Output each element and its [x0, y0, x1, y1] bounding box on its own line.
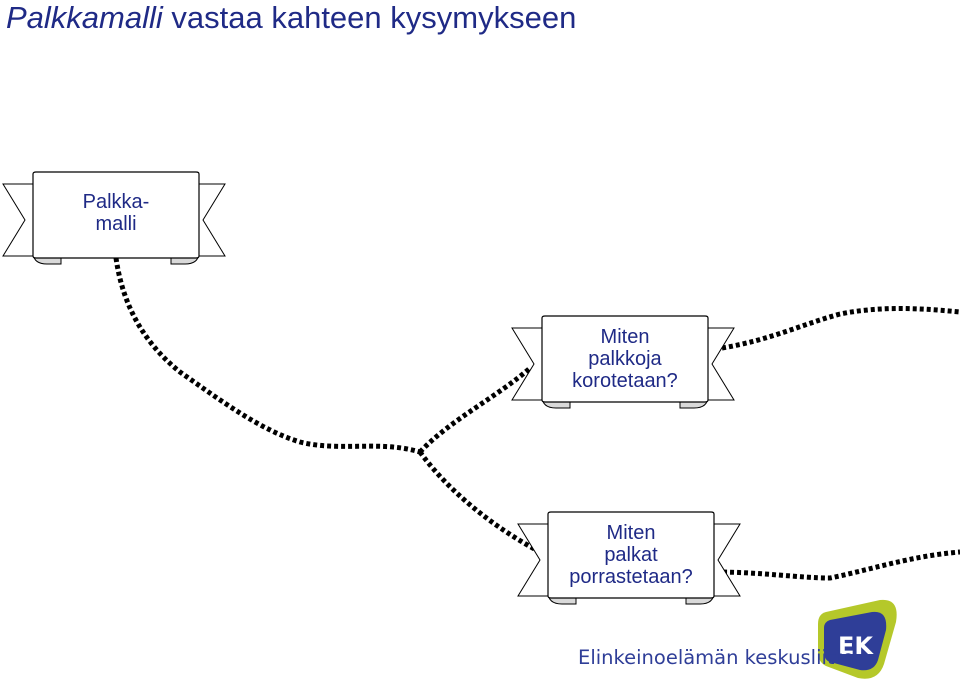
connector-lines	[113, 257, 960, 581]
banner-grade-label: Miten palkat porrastetaan?	[550, 516, 712, 594]
connector-fork-to-grade	[417, 450, 542, 555]
banner-palkkamalli-label: Palkka- malli	[35, 178, 197, 248]
connector-raise-out	[721, 306, 960, 351]
title-rest: vastaa kahteen kysymykseen	[162, 0, 577, 35]
connector-grade-out	[715, 549, 960, 581]
banner-line: korotetaan?	[572, 370, 678, 392]
banner-line: malli	[95, 213, 137, 235]
ek-logo: EK	[818, 599, 897, 679]
logo-text: EK	[838, 632, 874, 660]
slide-title: Palkkamalli vastaa kahteen kysymykseen	[6, 0, 576, 36]
banner-line: palkat	[604, 544, 658, 566]
banner-line: palkkoja	[588, 348, 662, 370]
banner-raise-label: Miten palkkoja korotetaan?	[544, 320, 706, 398]
organization-name: Elinkeinoelämän keskusliitto	[578, 646, 855, 669]
banner-line: Palkka-	[82, 191, 150, 213]
banner-line: Miten	[606, 522, 656, 544]
title-emphasis: Palkkamalli	[6, 0, 163, 35]
banner-line: porrastetaan?	[569, 566, 693, 588]
connector-fork-to-raise	[418, 366, 532, 454]
banner-line: Miten	[600, 326, 650, 348]
connector-root-to-fork	[113, 257, 421, 455]
